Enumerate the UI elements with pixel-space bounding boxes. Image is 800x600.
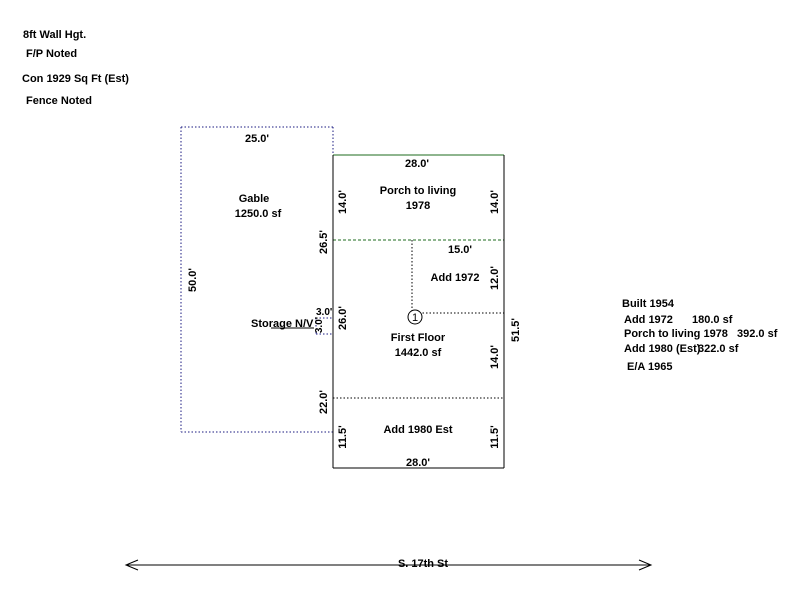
first-floor-area-label: 1442.0 sf (395, 347, 442, 359)
gable-outline (180, 126, 334, 433)
first-floor-left-upper-label: 26.5' (318, 230, 330, 254)
street-left-arrow (124, 559, 139, 571)
add-1980-right-label: 11.5' (489, 425, 501, 449)
storage-side-label: 3.0' (314, 317, 325, 333)
legend-ea: E/A 1965 (627, 361, 672, 373)
gable-area-label: 1250.0 sf (235, 208, 282, 220)
storage-top-label: 3.0' (316, 307, 332, 318)
add-1980-width-label: 28.0' (406, 457, 430, 469)
add-1972-name-label: Add 1972 (431, 272, 480, 284)
add-1972-width-label: 15.0' (448, 244, 472, 256)
legend-row-2-label: Porch to living 1978 (624, 328, 728, 340)
porch-right-label: 14.0' (489, 190, 501, 214)
add-1980-left-label: 11.5' (337, 425, 349, 449)
porch-name-label: Porch to living (380, 185, 456, 197)
legend-row-1-value: 180.0 sf (692, 314, 733, 326)
wall-height-note: 8ft Wall Hgt. (23, 29, 87, 41)
first-floor-right-inner-label: 14.0' (489, 345, 501, 369)
gable-height-label: 50.0' (187, 268, 199, 292)
add-1972-outline (411, 240, 504, 314)
street-name-label: S. 17th St (398, 558, 448, 570)
gable-width-label: 25.0' (245, 133, 269, 145)
storage-name-label: Storage N/V (251, 318, 314, 330)
first-floor-left-mid-label: 26.0' (337, 306, 349, 330)
legend: Built 1954 Add 1972 180.0 sf Porch to li… (622, 298, 778, 373)
fence-note: Fence Noted (26, 95, 93, 107)
porch-left-label: 14.0' (337, 190, 349, 214)
legend-row-3-label: Add 1980 (Est) (624, 343, 701, 355)
building-outline (332, 155, 505, 469)
first-floor-left-lower-label: 22.0' (318, 390, 330, 414)
first-floor-name-label: First Floor (391, 332, 446, 344)
first-floor-right-label: 51.5' (510, 318, 522, 342)
gable-name-label: Gable (239, 193, 270, 205)
section-marker: 1 (407, 309, 423, 325)
legend-row-3-value: 322.0 sf (698, 343, 739, 355)
fireplace-note: F/P Noted (26, 48, 78, 60)
storage-outline (315, 317, 333, 335)
porch-outline (333, 154, 504, 241)
con-sqft-note: Con 1929 Sq Ft (Est) (22, 73, 129, 85)
porch-year-label: 1978 (406, 200, 430, 212)
street-right-arrow (638, 559, 653, 571)
add-1972-right-label: 12.0' (489, 266, 501, 290)
legend-row-1-label: Add 1972 (624, 314, 673, 326)
add-1980-name-label: Add 1980 Est (383, 424, 452, 436)
section-marker-label: 1 (412, 312, 418, 324)
legend-built: Built 1954 (622, 298, 675, 310)
legend-row-2-value: 392.0 sf (737, 328, 778, 340)
street: S. 17th St (124, 558, 653, 571)
porch-width-label: 28.0' (405, 158, 429, 170)
